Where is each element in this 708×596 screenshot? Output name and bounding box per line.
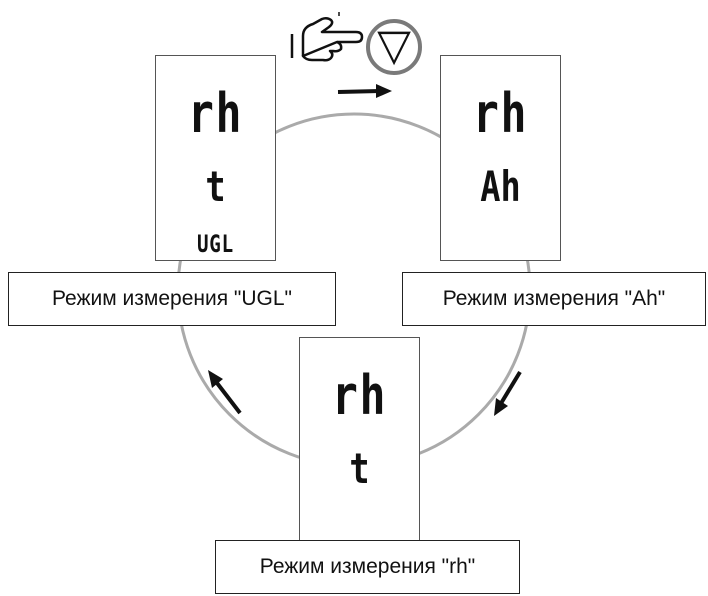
lcd-line-2: Ah: [480, 162, 521, 211]
lcd-line-2: t: [205, 162, 226, 211]
lcd-line-1: rh: [331, 364, 388, 427]
down-triangle-icon: ▽: [377, 20, 411, 71]
lcd-line-1: rh: [187, 82, 244, 145]
display-panel-ah: rh Ah: [440, 55, 561, 261]
lcd-line-1: rh: [472, 82, 529, 145]
label-mode-rh: Режим измерения "rh": [215, 540, 520, 594]
display-panel-ugl: rh t UGL: [155, 55, 276, 261]
pointing-hand-icon: [290, 12, 364, 62]
arrow-rh-to-ugl-icon: [208, 370, 242, 415]
arrow-ah-to-rh-icon: [494, 370, 522, 416]
label-mode-ah: Режим измерения "Ah": [402, 272, 706, 326]
arrow-ugl-to-ah-icon: [337, 84, 392, 98]
lcd-line-3: UGL: [196, 230, 235, 258]
lcd-line-2: t: [349, 444, 370, 493]
down-button[interactable]: ▽: [366, 19, 422, 75]
label-mode-ugl: Режим измерения "UGL": [8, 272, 336, 326]
display-panel-rh: rh t: [299, 337, 420, 543]
